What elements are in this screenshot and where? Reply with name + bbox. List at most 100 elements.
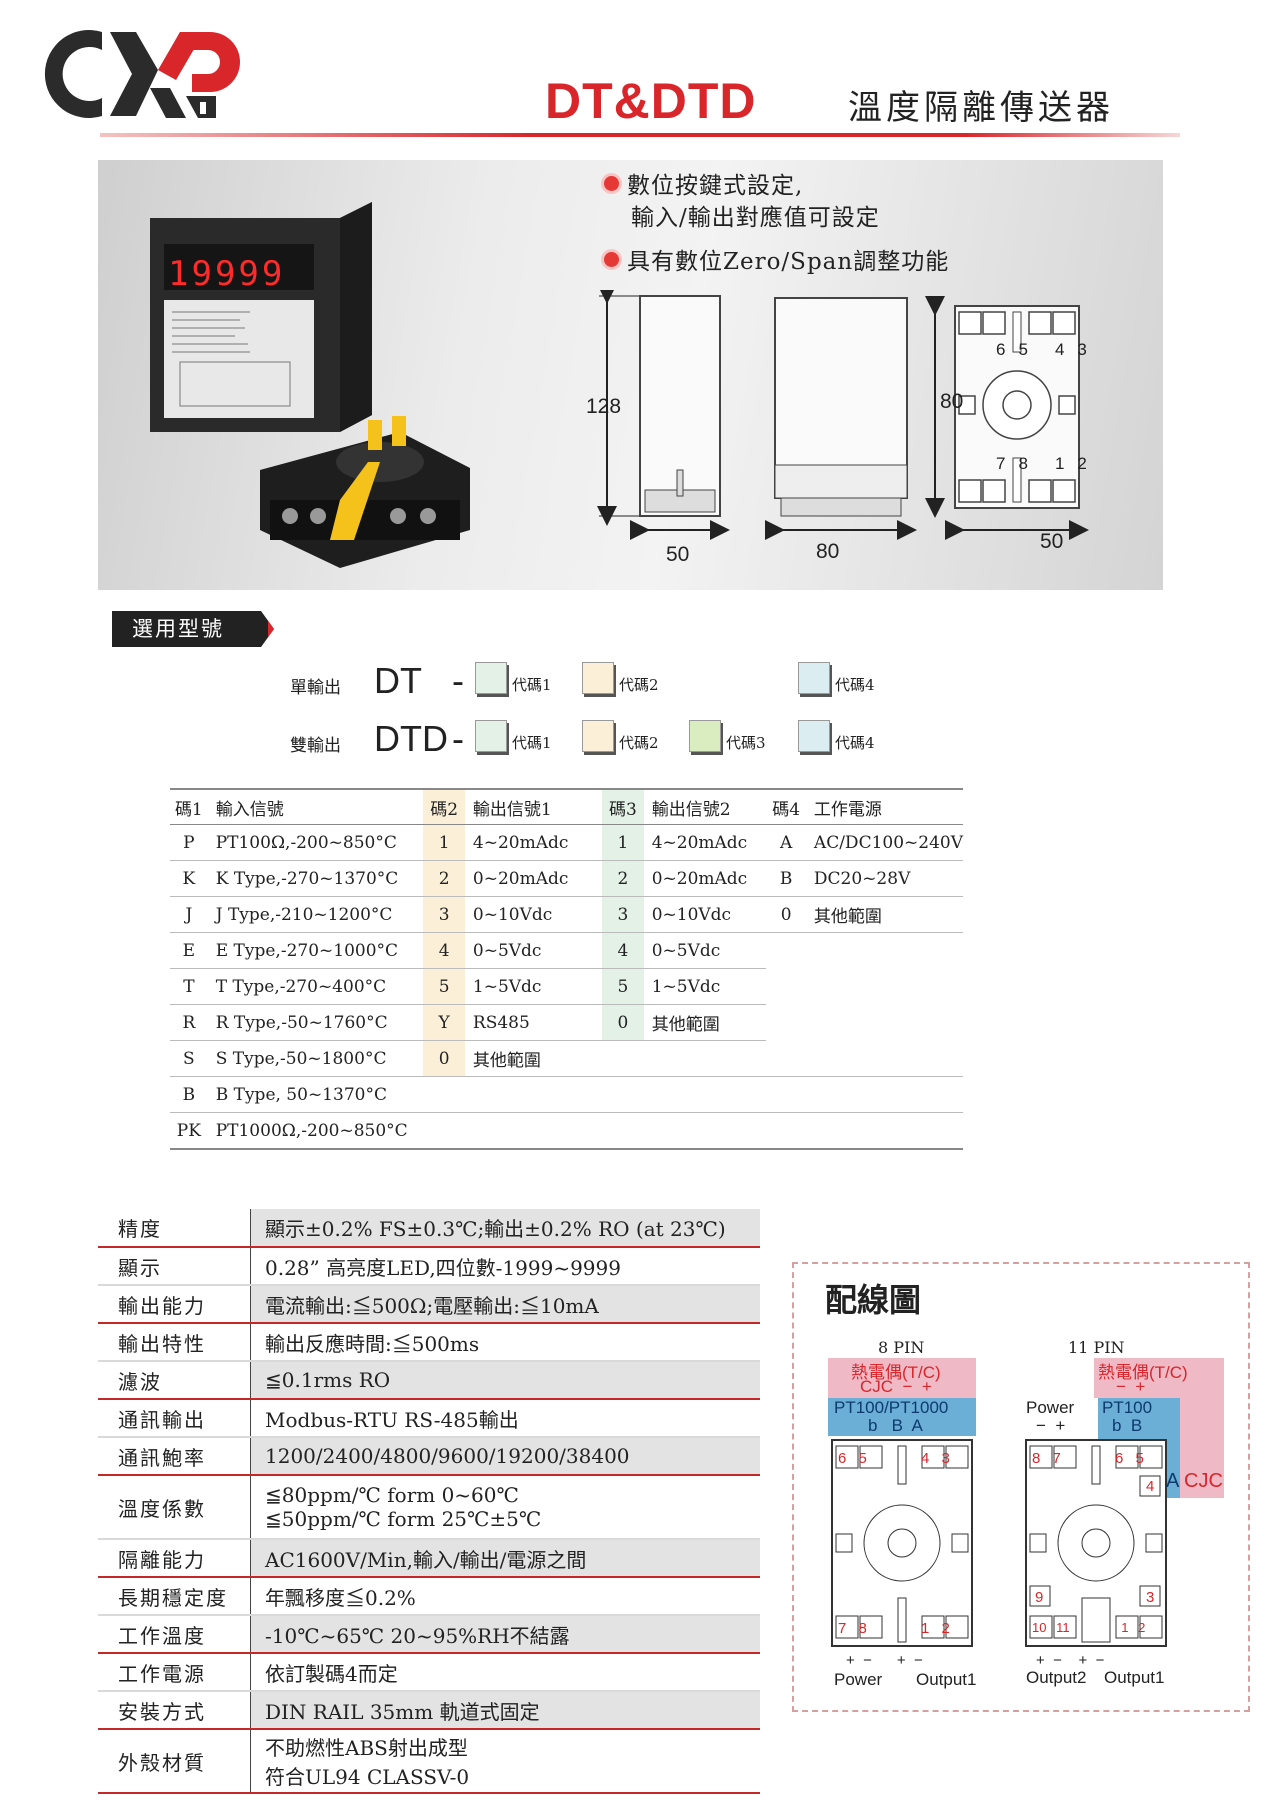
tc-band — [1094, 1358, 1224, 1398]
device-photo — [150, 202, 470, 568]
section-label-model-selection: 選用型號 — [112, 611, 274, 647]
code1-box — [475, 720, 507, 752]
code4-label: 代碼4 — [835, 734, 875, 752]
pin11-power-label: Power — [1026, 1398, 1075, 1417]
dim-depth: 80 — [816, 540, 840, 563]
pin11-side-pin-9: 9 — [1035, 1589, 1044, 1606]
table-header-row: 碼1 輸入信號 碼2 輸出信號1 碼3 輸出信號2 碼4 工作電源 — [170, 788, 963, 825]
dim-width-front: 50 — [666, 543, 690, 566]
code3-label: 代碼3 — [726, 734, 766, 752]
spec-row: 長期穩定度年飄移度≦0.2% — [98, 1577, 760, 1616]
tc-band — [828, 1358, 976, 1398]
cxp-logo — [44, 30, 240, 118]
pin11-a-label: A — [1166, 1470, 1180, 1492]
pin8-label: 8 PIN — [878, 1338, 925, 1357]
wiring-diagram-box — [792, 1262, 1250, 1712]
pin8-output1-label: Output1 — [916, 1670, 977, 1689]
bullet-icon — [604, 176, 619, 191]
pin11-bottom-pins: 10 11 1 2 — [1032, 1620, 1146, 1635]
pin11-output2-label: Output2 — [1026, 1668, 1087, 1687]
code2-box — [582, 720, 614, 752]
pin11-rtd-row: b B — [1112, 1416, 1143, 1435]
pin8-power-label: Power — [834, 1670, 883, 1689]
feature-1: 數位按鍵式設定, 輸入/輸出對應值可設定 — [604, 170, 880, 234]
led-display: 19999 — [168, 254, 286, 294]
dual-dash: - — [452, 718, 464, 759]
code3-box — [689, 720, 721, 752]
code2-box — [582, 662, 614, 694]
code4-label: 代碼4 — [835, 676, 875, 694]
pin11-rtd-label: PT100 — [1102, 1398, 1153, 1417]
pin8-bottom-pins: 7 8 1 2 — [838, 1620, 950, 1637]
dual-model: DTD — [374, 718, 448, 759]
feature-2: 具有數位Zero/Span調整功能 — [604, 246, 949, 278]
cjc-band — [1180, 1398, 1224, 1498]
spec-row: 工作電源依訂製碼4而定 — [98, 1653, 760, 1692]
spec-row: 輸出能力電流輸出:≦500Ω;電壓輸出:≦10mA — [98, 1285, 760, 1324]
rtd-band — [828, 1398, 976, 1436]
dim-height-main: 128 — [586, 395, 622, 418]
spec-row: 工作溫度-10℃~65℃ 20~95%RH不結露 — [98, 1615, 760, 1654]
spec-row: 外殼材質不助燃性ABS射出成型符合UL94 CLASSV-0 — [98, 1729, 760, 1794]
dim-socket-height: 80 — [940, 390, 964, 413]
single-dash: - — [452, 660, 464, 701]
code1-label: 代碼1 — [512, 676, 552, 694]
code2-label: 代碼2 — [619, 734, 659, 752]
pin8-socket — [831, 1439, 973, 1647]
code4-box — [798, 720, 830, 752]
single-output-label: 單輸出 — [290, 678, 341, 698]
pin11-output1-label: Output1 — [1104, 1668, 1165, 1687]
pin8-bottom-signs: + − + − — [846, 1652, 923, 1669]
spec-table: 精度顯示±0.2% FS±0.3℃;輸出±0.2% RO (at 23℃) 顯示… — [98, 1209, 760, 1794]
single-model: DT — [374, 660, 422, 701]
pin11-side-pin-3: 3 — [1146, 1589, 1155, 1606]
pin11-tc-label: 熱電偶(T/C) — [1098, 1363, 1188, 1382]
code1-label: 代碼1 — [512, 734, 552, 752]
product-name: 溫度隔離傳送器 — [848, 88, 1114, 128]
code1-box — [475, 662, 507, 694]
bullet-icon — [604, 252, 619, 267]
pin8-tc-label: 熱電偶(T/C) — [851, 1363, 941, 1382]
pin11-cjc-label: CJC — [1184, 1470, 1223, 1492]
pin11-label: 11 PIN — [1068, 1338, 1125, 1357]
pin8-top-pins: 6 5 4 3 — [838, 1450, 950, 1467]
pin11-side-pin-4: 4 — [1146, 1478, 1155, 1495]
spec-row: 溫度係數≦80ppm/℃ form 0~60℃≦50ppm/℃ form 25℃… — [98, 1475, 760, 1540]
wiring-title: 配線圖 — [825, 1281, 922, 1319]
pin11-socket — [1025, 1439, 1167, 1647]
pin11-tc-row: − + — [1116, 1377, 1146, 1396]
pin8-rtd-label: PT100/PT1000 — [834, 1398, 949, 1417]
pin11-bottom-signs: + − + − — [1036, 1652, 1105, 1669]
spec-row: 精度顯示±0.2% FS±0.3℃;輸出±0.2% RO (at 23℃) — [98, 1209, 760, 1248]
model-title: DT&DTD — [545, 73, 757, 129]
dimension-drawing — [597, 290, 1089, 540]
pin8-tc-row: CJC − + — [860, 1377, 932, 1396]
code2-label: 代碼2 — [619, 676, 659, 694]
dim-socket-width: 50 — [1040, 530, 1064, 553]
code4-box — [798, 662, 830, 694]
spec-row: 濾波≦0.1rms RO — [98, 1361, 760, 1400]
spec-row: 輸出特性輸出反應時間:≦500ms — [98, 1323, 760, 1362]
dual-output-label: 雙輸出 — [290, 736, 341, 756]
pin8-rtd-row: b B A — [868, 1416, 923, 1435]
pin11-power-signs: − + — [1036, 1416, 1066, 1435]
header-rule — [100, 133, 1180, 137]
pin11-top-pins: 8 7 6 5 — [1032, 1450, 1144, 1467]
